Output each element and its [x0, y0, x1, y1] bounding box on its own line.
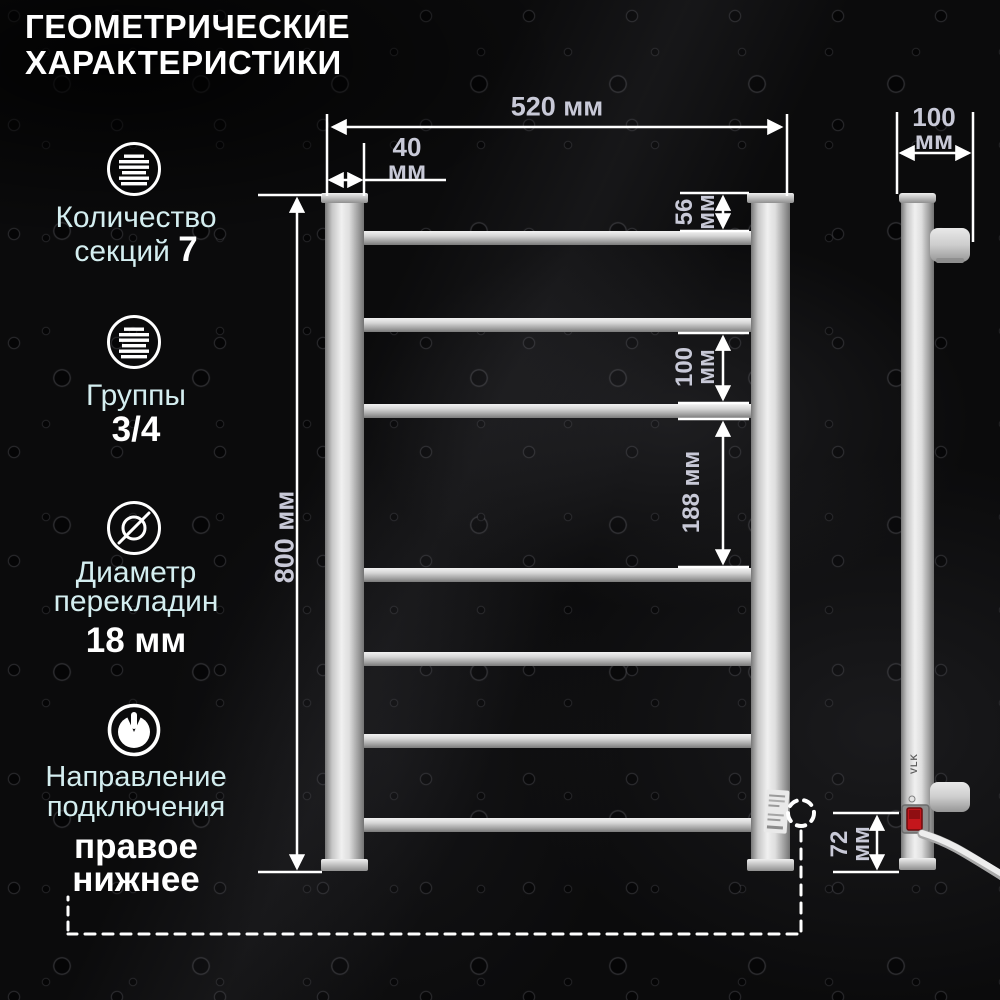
spec-connection: Направление подключения правое нижнее — [0, 761, 272, 899]
dim-overall-width: 520 мм — [510, 91, 604, 122]
bar — [358, 404, 758, 418]
dimension-lines — [258, 112, 975, 874]
spec-connection-label-1: Направление — [45, 761, 227, 793]
label-sticker — [763, 789, 790, 834]
right-post-top-cap — [747, 193, 794, 203]
side-view — [899, 193, 1000, 881]
spec-connection-value-2: нижнее — [72, 860, 200, 899]
power-switch — [901, 804, 930, 834]
right-post-bottom-cap — [747, 859, 794, 871]
dim-top-offset: 56 мм — [671, 194, 720, 230]
dim-bar-spacing: 100 мм — [671, 346, 720, 388]
bar — [358, 818, 758, 832]
bar — [358, 231, 758, 245]
spec-diameter-label-2: перекладин — [53, 585, 219, 618]
dim-depth: 100 мм — [912, 102, 956, 155]
spec-connection-label-2: подключения — [46, 791, 226, 823]
spec-sections-value: 7 — [178, 230, 198, 269]
left-post-top-cap — [321, 193, 368, 203]
front-view — [321, 193, 794, 871]
spec-diameter-label-1: Диаметр — [75, 556, 197, 589]
power-icon — [105, 701, 163, 759]
spec-groups-value: 3/4 — [111, 410, 161, 449]
title-line-1: ГЕОМЕТРИЧЕСКИЕ — [25, 8, 351, 45]
spec-diameter: Диаметр перекладин 18 мм — [0, 558, 272, 659]
groups-icon — [105, 313, 163, 371]
left-post-bottom-cap — [321, 859, 368, 871]
connection-callout — [66, 798, 816, 936]
brand-logo: VLK — [909, 753, 919, 774]
bar — [358, 652, 758, 666]
right-post — [751, 200, 790, 862]
spec-groups: Группы 3/4 — [0, 380, 272, 448]
wall-bracket-bottom — [930, 782, 970, 812]
spec-sections-label-1: Количество — [55, 201, 217, 234]
callout-circle — [786, 798, 816, 828]
left-post — [325, 200, 364, 862]
bar — [358, 568, 758, 582]
spec-sections: Количество секций 7 — [0, 202, 272, 268]
title-line-2: ХАРАКТЕРИСТИКИ — [25, 44, 342, 81]
side-post — [901, 200, 934, 860]
bar — [358, 734, 758, 748]
spec-diameter-value: 18 мм — [85, 621, 187, 660]
spec-connection-value-1: правое — [74, 827, 198, 866]
diameter-icon — [105, 499, 163, 557]
dim-overall-height: 800 мм — [269, 490, 300, 584]
dim-connection-height: 72 мм — [826, 826, 875, 862]
spec-sections-label-2: секций — [74, 235, 170, 268]
page-title: ГЕОМЕТРИЧЕСКИЕ ХАРАКТЕРИСТИКИ — [25, 9, 350, 81]
bar — [358, 318, 758, 332]
sections-icon — [105, 140, 163, 198]
dim-middle-gap: 188 мм — [678, 450, 705, 534]
dim-post-width: 40 мм — [387, 132, 427, 185]
wall-bracket-top — [930, 228, 970, 262]
screw — [908, 795, 916, 803]
side-post-top-cap — [899, 193, 936, 203]
side-post-bottom-cap — [899, 858, 936, 870]
spec-groups-label: Группы — [86, 379, 186, 412]
